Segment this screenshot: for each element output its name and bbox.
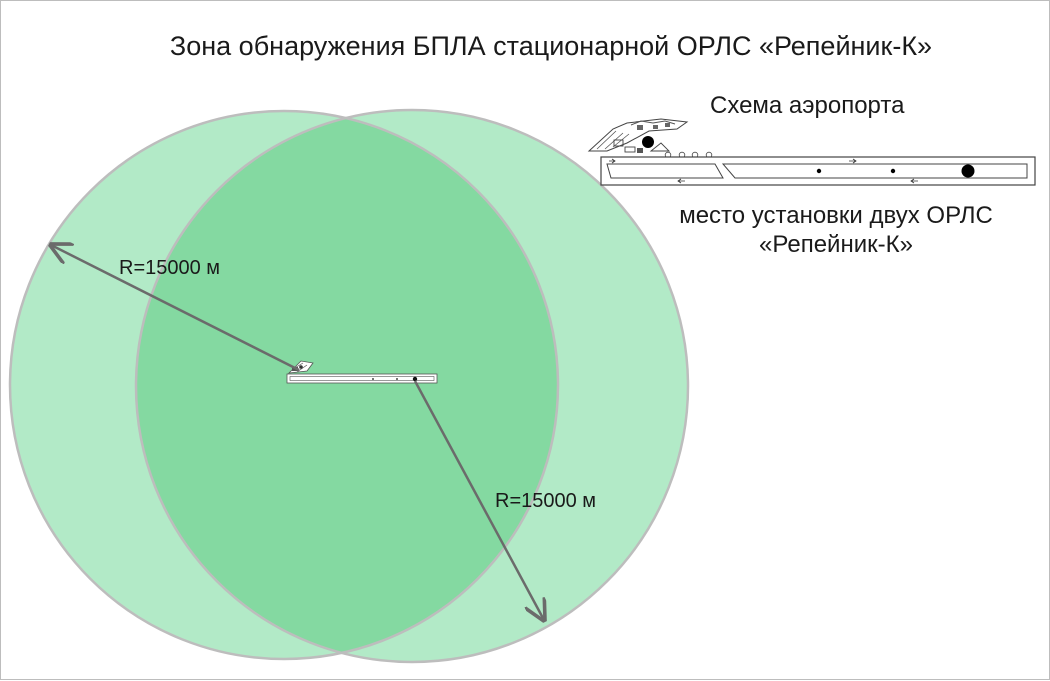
airport-scheme-drawing <box>587 118 1036 186</box>
radar-install-label: место установки двух ОРЛС «Репейник-К» <box>679 202 993 258</box>
airport-scheme-title: Схема аэропорта <box>710 92 905 119</box>
radius-label-right: R=15000 м <box>495 490 597 512</box>
radius-label-left: R=15000 м <box>119 257 221 279</box>
airport-mini-map <box>286 360 438 384</box>
detection-zone-left-outline <box>8 109 560 661</box>
diagram-title: Зона обнаружения БПЛА стационарной ОРЛС … <box>169 31 933 61</box>
detection-zone-right-outline <box>134 108 690 664</box>
radius-arrow-right <box>413 380 544 620</box>
radius-arrow-left <box>51 245 300 372</box>
